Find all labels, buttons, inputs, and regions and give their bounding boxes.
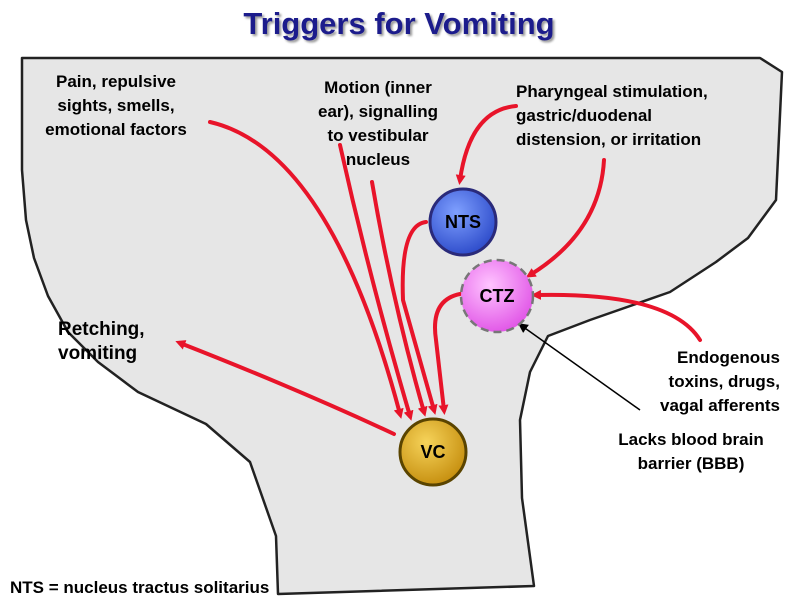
diagram-title: Triggers for Vomiting (243, 6, 555, 41)
arrow-ctz-to-vc (433, 292, 462, 415)
label-motion: Motion (inner ear), signalling to vestib… (318, 78, 438, 169)
arrow-endogenous-to-ctz (531, 289, 702, 342)
vc-node (398, 417, 468, 487)
label-retching: Retching, vomiting (58, 319, 145, 364)
arrow-bbb-to-ctz (517, 323, 641, 411)
vc-label: VC (420, 442, 446, 462)
label-bbb: Lacks blood brain barrier (BBB) (618, 430, 764, 473)
ctz-node (459, 258, 535, 334)
label-pharyngeal: Pharyngeal stimulation, gastric/duodenal… (516, 82, 708, 149)
arrow-nts-to-vc (400, 220, 438, 415)
arrow-motion-to-vc-2 (370, 180, 428, 417)
nts-label: NTS (445, 212, 481, 232)
arrow-pharyngeal-to-nts (455, 104, 518, 185)
arrow-vc-to-retching (175, 340, 396, 436)
arrow-pharyngeal-to-ctz (525, 158, 606, 278)
label-endogenous: Endogenous toxins, drugs, vagal afferent… (660, 348, 780, 415)
label-pain: Pain, repulsive sights, smells, emotiona… (45, 72, 187, 139)
nts-node (428, 187, 498, 257)
ctz-label: CTZ (479, 286, 515, 306)
arrow-motion-to-vc-1 (338, 143, 414, 421)
footnote: NTS = nucleus tractus solitarius (10, 578, 270, 597)
arrow-pain-to-vc (208, 120, 404, 419)
